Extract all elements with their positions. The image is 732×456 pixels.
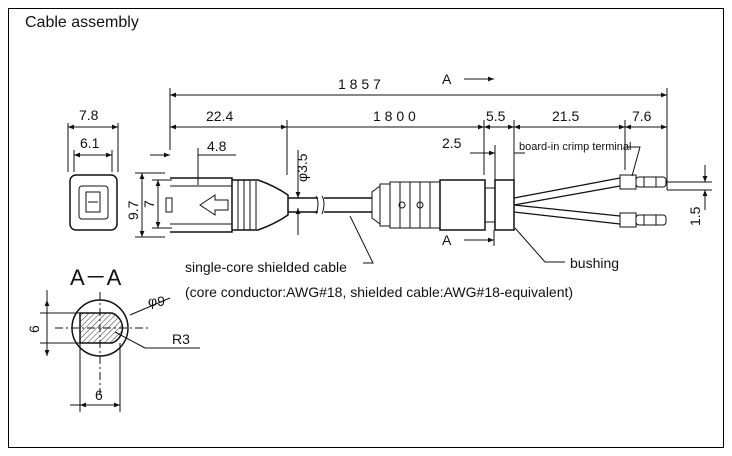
dim-6-1: 6.1 [80,135,100,151]
dim-9-7: 9.7 [125,200,141,220]
dim-7-6: 7.6 [632,108,652,124]
section-hatched-core [79,312,124,344]
dim-phi-3-5: φ3.5 [294,153,310,182]
section-phi-9: φ9 [148,293,165,309]
drawing-frame [8,8,724,448]
connector-body [170,177,233,233]
section-marker-bottom: A [442,232,452,248]
dim-5-5: 5.5 [486,108,506,124]
section-r3: R3 [172,331,190,347]
section-outer [71,299,129,357]
label-bushing: bushing [570,255,619,271]
latch-arrow [199,194,229,216]
dim-1-5: 1.5 [687,206,703,226]
section-marker-top: A [442,71,452,87]
dim-4-8: 4.8 [207,138,227,154]
dim-22-4: 22.4 [206,108,233,124]
dim-21-5: 21.5 [552,108,579,124]
dim-1800: 1 8 0 0 [373,108,416,124]
connector-end-view [69,174,118,231]
label-board-in-terminal: board-in crimp terminal [519,141,631,153]
bushing [494,179,515,231]
dim-7-8: 7.8 [79,107,99,123]
section-title: A－A [70,265,122,290]
label-cable-spec: (core conductor:AWG#18, shielded cable:A… [185,284,573,300]
dim-7: 7 [141,200,157,208]
label-cable: single-core shielded cable [185,259,347,275]
dim-2-5: 2.5 [442,135,462,151]
dim-overall: 1 8 5 7 [338,76,381,92]
drawing-title: Cable assembly [25,14,139,31]
section-dim-6-horizontal: 6 [95,387,103,403]
section-dim-6-vertical: 6 [26,325,42,333]
